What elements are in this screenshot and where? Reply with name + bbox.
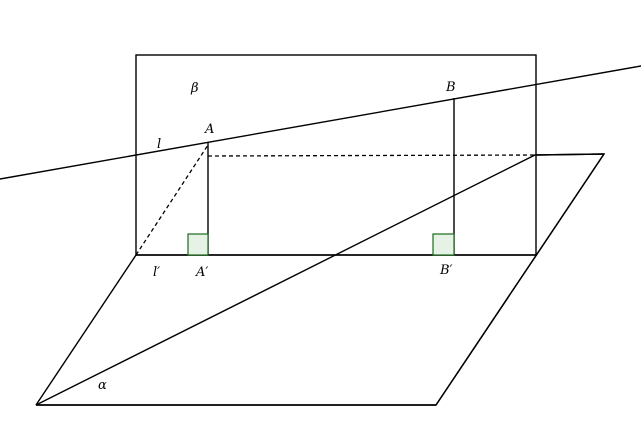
plane-alpha-right-edge	[435, 153, 605, 406]
label-line-l: l	[157, 137, 161, 152]
plane-alpha-back-edge-visible	[535, 153, 605, 156]
line-l	[0, 65, 641, 180]
label-line-l-prime: l′	[153, 265, 160, 280]
plane-alpha	[35, 153, 606, 406]
label-point-a-prime: A′	[195, 265, 208, 280]
label-plane-alpha: α	[98, 378, 107, 393]
label-point-b-prime: B′	[439, 263, 453, 278]
right-angle-marker-b	[432, 233, 455, 256]
label-plane-beta: β	[190, 81, 199, 96]
right-angle-marker-a	[187, 233, 209, 256]
label-point-b: B	[445, 80, 456, 95]
plane-alpha-left-edge	[35, 254, 137, 406]
plane-alpha-hidden-left-edge	[135, 144, 209, 256]
plane-alpha-hidden-back-edge	[207, 154, 537, 157]
label-point-a: A	[204, 122, 214, 137]
